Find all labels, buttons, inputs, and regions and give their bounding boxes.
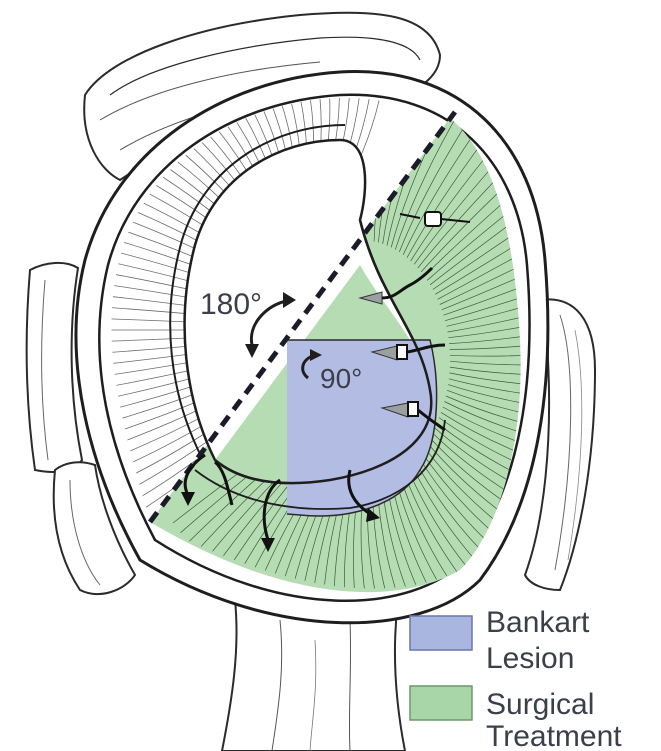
legend: Bankart Lesion Surgical Treatment (410, 606, 622, 751)
legend-label-surgical-line1: Surgical (486, 688, 594, 721)
angle-label-180: 180° (200, 288, 262, 321)
legend-label-bankart-line2: Lesion (486, 642, 574, 675)
legend-label-surgical-line2: Treatment (486, 720, 622, 751)
angle-label-90: 90° (320, 363, 362, 394)
legend-swatch-bankart (410, 616, 472, 650)
legend-label-bankart-line1: Bankart (486, 606, 590, 639)
legend-swatch-surgical (410, 686, 472, 720)
